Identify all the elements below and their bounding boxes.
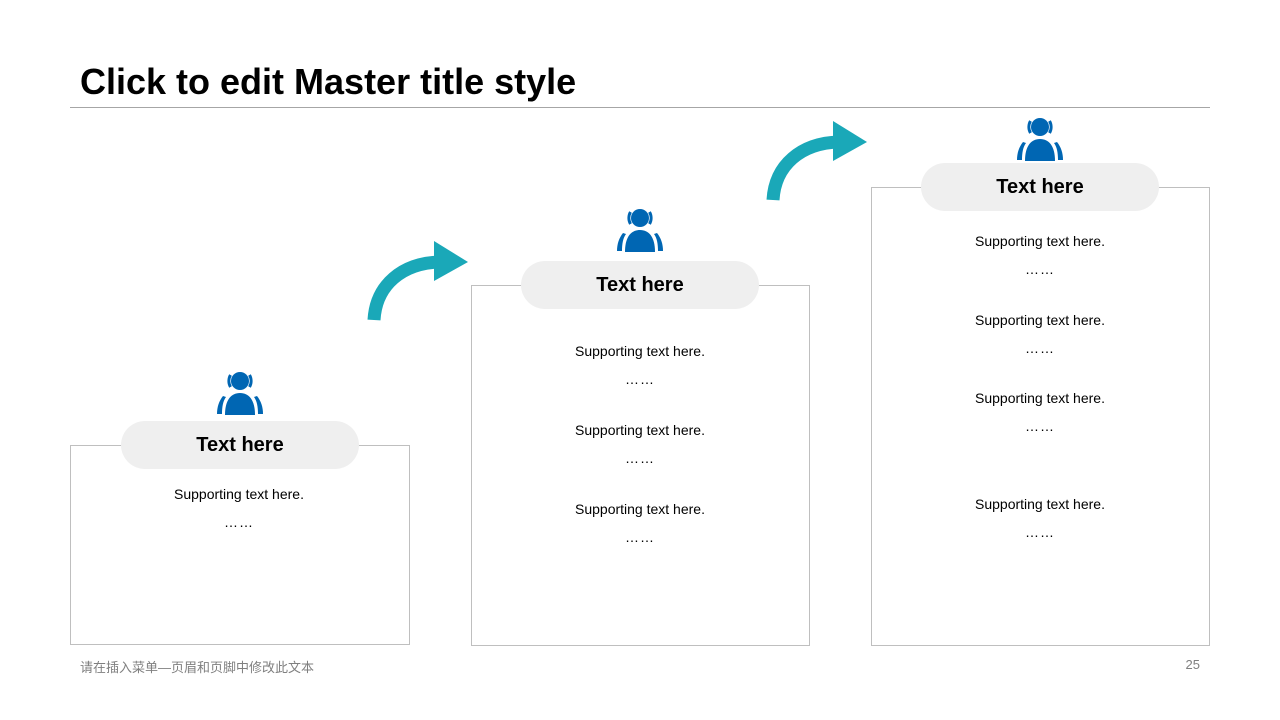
- supporting-text[interactable]: Supporting text here.: [975, 233, 1105, 249]
- ellipsis: ……: [625, 371, 655, 387]
- supporting-text[interactable]: Supporting text here.: [975, 312, 1105, 328]
- step-2-heading[interactable]: Text here: [521, 261, 759, 309]
- ellipsis: ……: [1025, 418, 1055, 434]
- slide-title[interactable]: Click to edit Master title style: [80, 61, 577, 102]
- step-3-item-4: Supporting text here. ……: [871, 495, 1209, 541]
- person-group-icon: [616, 207, 664, 253]
- step-1-item-1: Supporting text here. ……: [70, 485, 408, 531]
- supporting-text[interactable]: Supporting text here.: [174, 486, 304, 502]
- step-1-box: [70, 445, 410, 645]
- ellipsis: ……: [1025, 340, 1055, 356]
- step-3-item-1: Supporting text here. ……: [871, 232, 1209, 278]
- supporting-text[interactable]: Supporting text here.: [975, 496, 1105, 512]
- person-group-icon: [1016, 116, 1064, 162]
- ellipsis: ……: [1025, 261, 1055, 277]
- ellipsis: ……: [625, 450, 655, 466]
- person-group-icon: [216, 370, 264, 416]
- ellipsis: ……: [625, 529, 655, 545]
- step-2-item-3: Supporting text here. ……: [471, 500, 809, 546]
- step-2-box: [471, 285, 810, 646]
- footer-text[interactable]: 请在插入菜单—页眉和页脚中修改此文本: [80, 660, 315, 675]
- step-3-heading[interactable]: Text here: [921, 163, 1159, 211]
- step-2-item-1: Supporting text here. ……: [471, 342, 809, 388]
- ellipsis: ……: [1025, 524, 1055, 540]
- supporting-text[interactable]: Supporting text here.: [575, 422, 705, 438]
- step-1-heading[interactable]: Text here: [121, 421, 359, 469]
- step-3-item-2: Supporting text here. ……: [871, 311, 1209, 357]
- supporting-text[interactable]: Supporting text here.: [575, 343, 705, 359]
- step-arrow-2-icon: [761, 115, 871, 205]
- title-divider: [70, 107, 1210, 108]
- ellipsis: ……: [224, 514, 254, 530]
- supporting-text[interactable]: Supporting text here.: [575, 501, 705, 517]
- page-number: 25: [1185, 657, 1200, 672]
- step-3-box: [871, 187, 1210, 646]
- supporting-text[interactable]: Supporting text here.: [975, 390, 1105, 406]
- step-arrow-1-icon: [362, 235, 472, 325]
- step-2-item-2: Supporting text here. ……: [471, 421, 809, 467]
- step-3-item-3: Supporting text here. ……: [871, 389, 1209, 435]
